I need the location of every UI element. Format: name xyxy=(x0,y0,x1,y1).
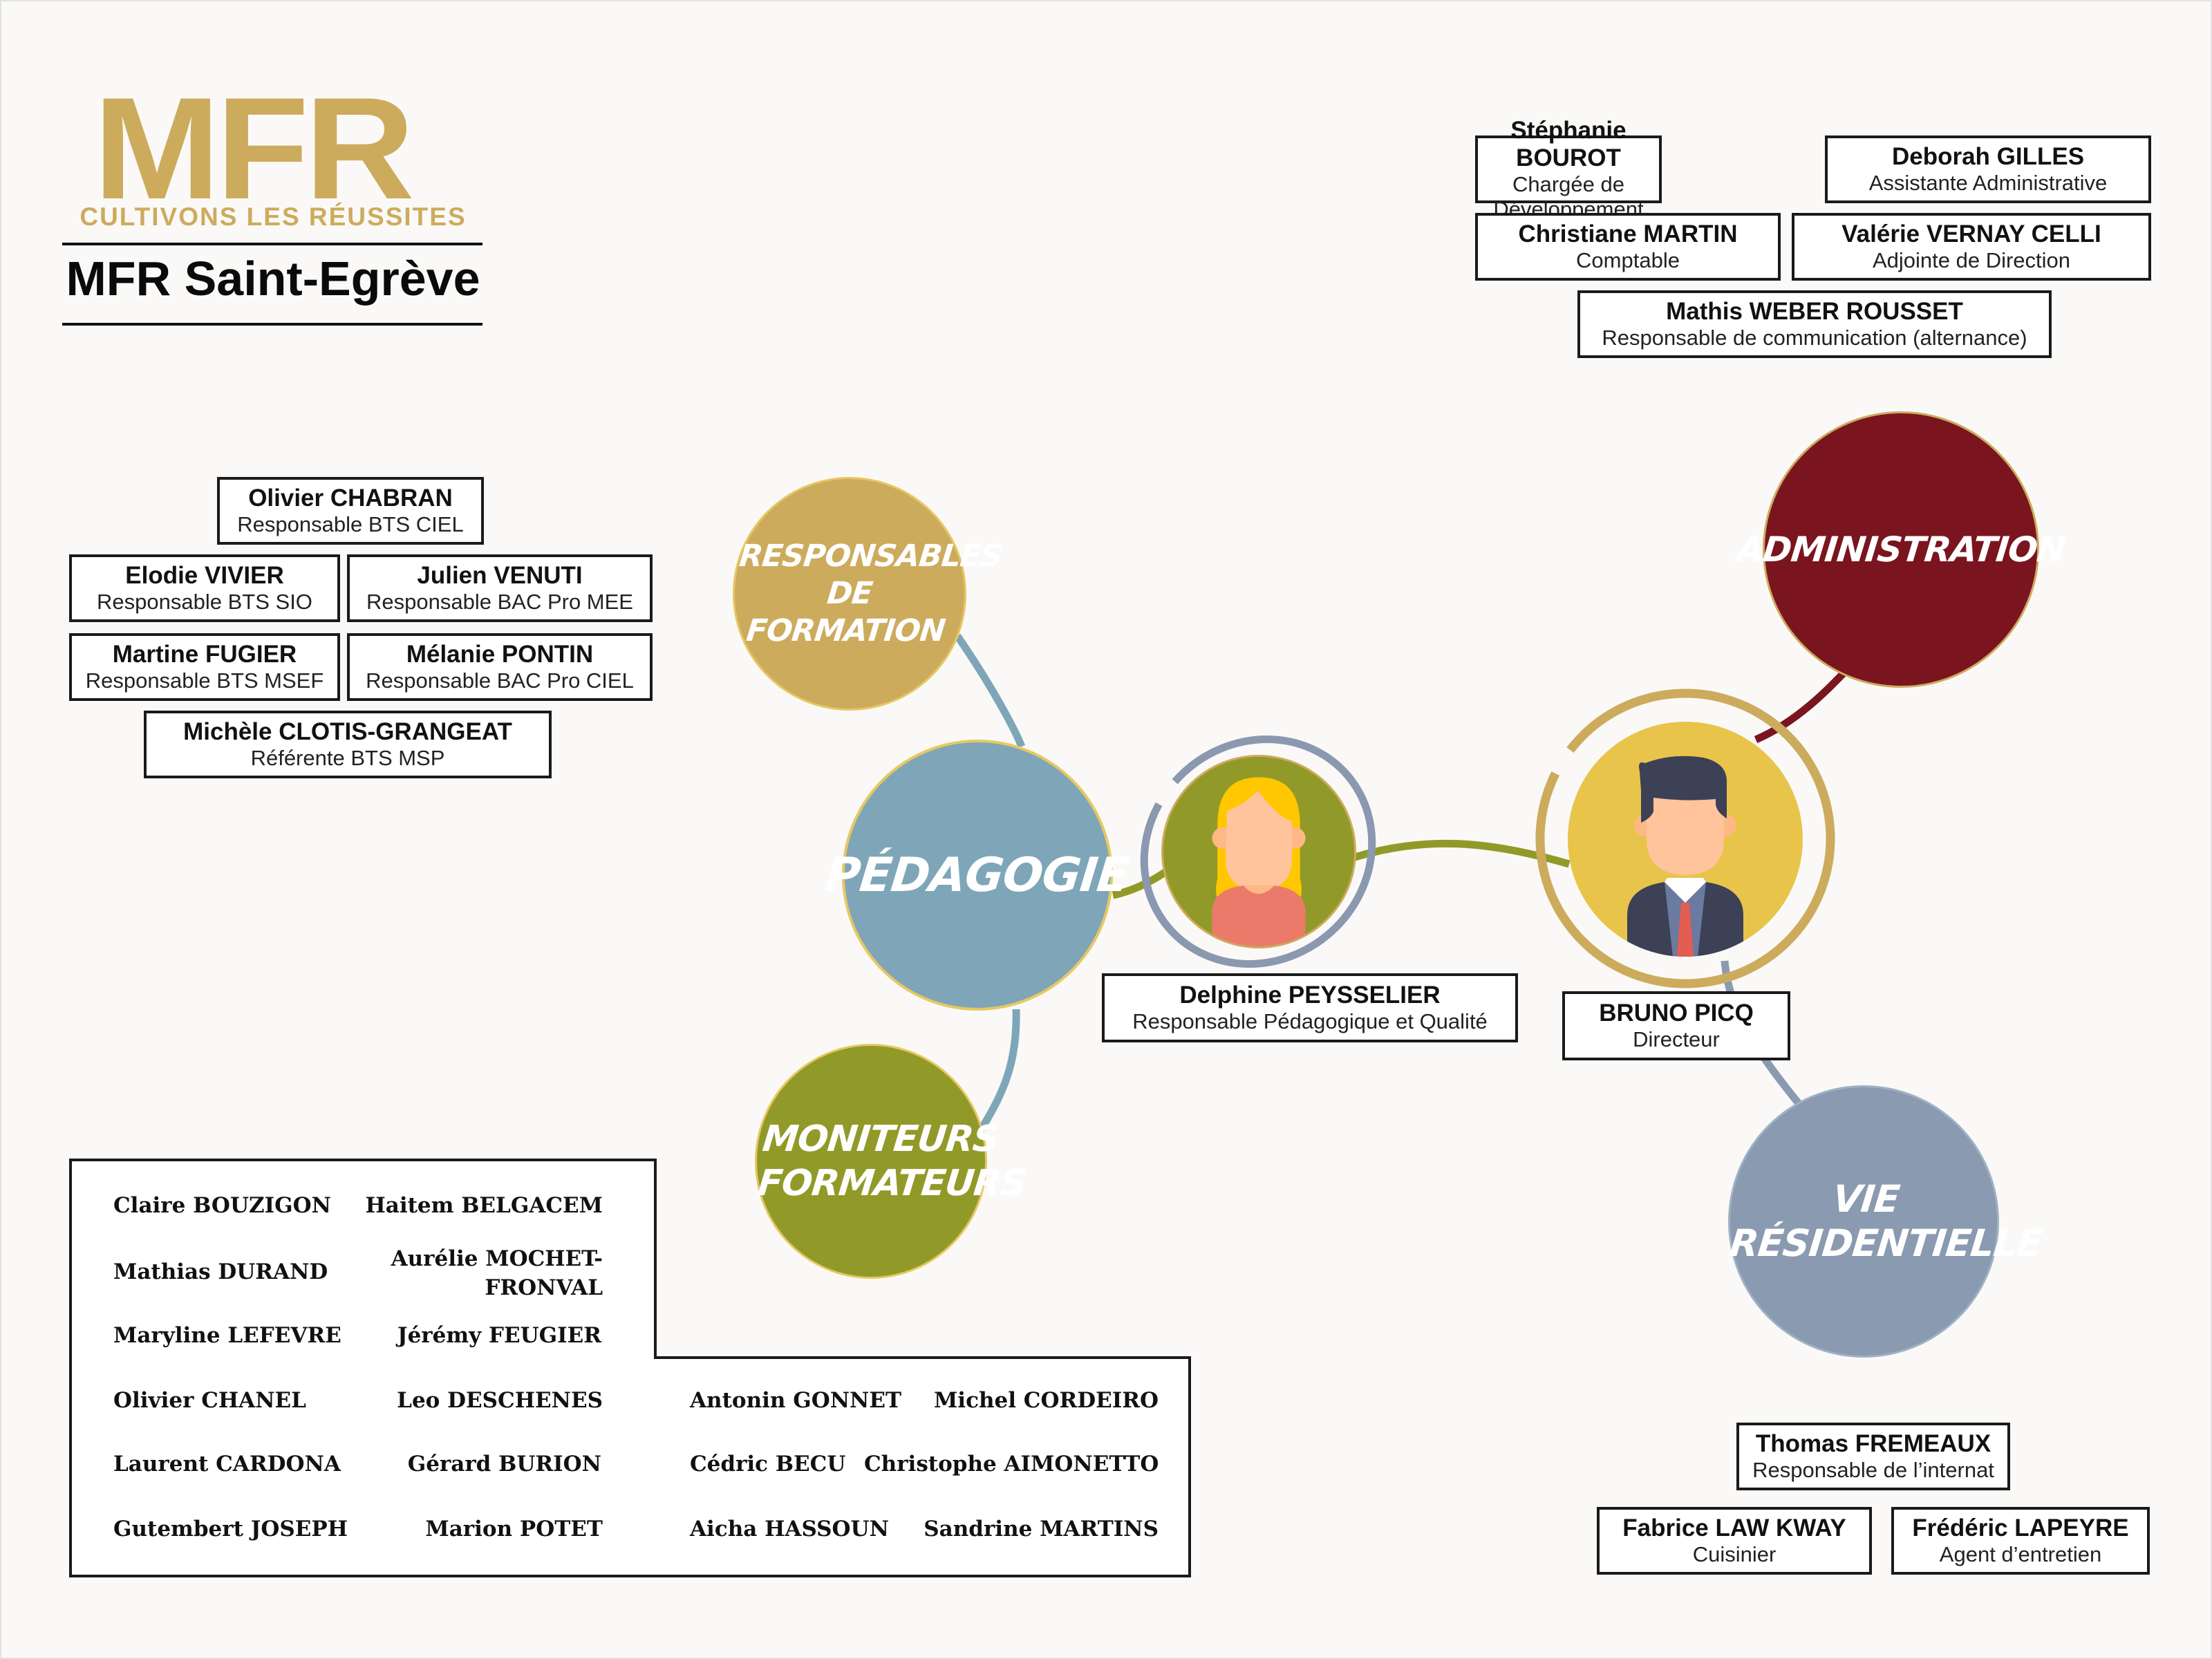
staff-role: Cuisinier xyxy=(1692,1542,1777,1566)
team-member: Leo DESCHENES xyxy=(397,1388,603,1413)
team-member: Antonin GONNET xyxy=(690,1388,902,1413)
tagline: CULTIVONS LES RÉUSSITES xyxy=(79,203,467,231)
director-avatar[interactable] xyxy=(1568,722,1803,957)
delphine-avatar[interactable] xyxy=(1161,755,1356,948)
staff-role: Adjointe de Direction xyxy=(1872,248,2071,272)
department-label: ADMINISTRATION xyxy=(1734,529,2068,570)
staff-name: Elodie VIVIER xyxy=(125,562,284,589)
department-label: MONITEURS FORMATEURS xyxy=(756,1118,1029,1204)
director-ring xyxy=(1535,688,1835,988)
school-name: MFR Saint-Egrève xyxy=(66,252,480,306)
team-member: Claire BOUZIGON xyxy=(113,1193,331,1218)
divider xyxy=(62,243,482,245)
staff-card: Mathis WEBER ROUSSET Responsable de comm… xyxy=(1577,290,2052,358)
team-member: Laurent CARDONA xyxy=(113,1452,341,1477)
team-member: Cédric BECU xyxy=(690,1452,846,1477)
team-member: Gérard BURION xyxy=(407,1452,601,1477)
staff-name: Stéphanie BOUROT xyxy=(1510,117,1627,171)
department-administration[interactable]: ADMINISTRATION xyxy=(1735,411,2067,688)
team-member: Aurélie MOCHET-FRONVAL xyxy=(391,1246,603,1300)
staff-name: Michèle CLOTIS-GRANGEAT xyxy=(183,718,512,745)
team-member: Jérémy FEUGIER xyxy=(397,1323,601,1348)
staff-name: Olivier CHABRAN xyxy=(248,485,453,512)
staff-name: Mélanie PONTIN xyxy=(406,641,594,668)
staff-name: Valérie VERNAY CELLI xyxy=(1841,221,2101,247)
divider xyxy=(62,323,482,326)
department-label: VIE RÉSIDENTIELLE xyxy=(1727,1177,2044,1265)
staff-name: Christiane MARTIN xyxy=(1518,221,1738,247)
department-vie-residentielle[interactable]: VIE RÉSIDENTIELLE xyxy=(1727,1085,2044,1358)
staff-card: Christiane MARTIN Comptable xyxy=(1475,213,1781,281)
staff-role: Responsable Pédagogique et Qualité xyxy=(1132,1009,1488,1033)
staff-role: Responsable BAC Pro CIEL xyxy=(366,668,634,693)
staff-card: Elodie VIVIER Responsable BTS SIO xyxy=(69,554,340,622)
staff-name: Martine FUGIER xyxy=(112,641,297,668)
staff-name: Mathis WEBER ROUSSET xyxy=(1666,298,1963,325)
staff-role: Responsable BAC Pro MEE xyxy=(366,590,633,614)
logo-mark: MFR xyxy=(93,67,415,229)
team-member: Olivier CHANEL xyxy=(113,1388,306,1413)
team-member: Sandrine MARTINS xyxy=(924,1517,1159,1541)
man-avatar-icon xyxy=(1627,756,1743,957)
line-responsables-pedagogie xyxy=(954,633,1026,749)
team-member: Aicha HASSOUN xyxy=(690,1517,889,1541)
team-member: Marion POTET xyxy=(425,1517,603,1541)
staff-card: Frédéric LAPEYRE Agent d’entretien xyxy=(1891,1507,2150,1575)
staff-role: Responsable de l’internat xyxy=(1752,1458,1994,1482)
staff-card: Olivier CHABRAN Responsable BTS CIEL xyxy=(217,477,484,545)
staff-role: Responsable BTS CIEL xyxy=(237,512,464,536)
department-moniteurs-formateurs[interactable]: MONITEURS FORMATEURS xyxy=(755,1044,1029,1279)
staff-name: Delphine PEYSSELIER xyxy=(1179,982,1441,1009)
pedagogical-lead-card: Delphine PEYSSELIER Responsable Pédagogi… xyxy=(1102,973,1518,1042)
staff-card: Stéphanie BOUROT Chargée de Développemen… xyxy=(1475,117,1662,221)
staff-card: Mélanie PONTIN Responsable BAC Pro CIEL xyxy=(347,633,653,701)
director-card: BRUNO PICQ Directeur xyxy=(1562,991,1790,1060)
staff-card: Fabrice LAW KWAY Cuisinier xyxy=(1597,1507,1872,1575)
team-member: Haitem BELGACEM xyxy=(365,1193,603,1218)
delphine-ring xyxy=(1140,735,1376,968)
department-pedagogie[interactable]: PÉDAGOGIE xyxy=(823,740,1132,1011)
team-member: Michel CORDEIRO xyxy=(933,1388,1159,1413)
staff-name: Deborah GILLES xyxy=(1891,143,2085,170)
staff-card: Thomas FREMEAUX Responsable de l’interna… xyxy=(1736,1423,2010,1490)
staff-card: Valérie VERNAY CELLI Adjointe de Directi… xyxy=(1792,213,2151,281)
line-pedagogie-moniteurs xyxy=(975,1009,1020,1136)
team-member: Mathias DURAND xyxy=(113,1259,328,1284)
team-member: Gutembert JOSEPH xyxy=(113,1517,348,1541)
staff-role: Responsable de communication (alternance… xyxy=(1602,326,2027,350)
staff-role: Comptable xyxy=(1576,248,1680,272)
staff-name: BRUNO PICQ xyxy=(1599,1000,1754,1027)
staff-card: Julien VENUTI Responsable BAC Pro MEE xyxy=(347,554,653,622)
staff-name: Fabrice LAW KWAY xyxy=(1622,1515,1846,1541)
team-member: Maryline LEFEVRE xyxy=(113,1323,341,1348)
staff-role: Responsable BTS SIO xyxy=(97,590,312,614)
staff-name: Frédéric LAPEYRE xyxy=(1912,1515,2129,1541)
staff-card: Deborah GILLES Assistante Administrative xyxy=(1825,135,2151,203)
staff-role: Agent d’entretien xyxy=(1939,1542,2102,1566)
department-responsables-formation[interactable]: RESPONSABLES DE FORMATION xyxy=(733,477,1004,711)
staff-name: Thomas FREMEAUX xyxy=(1755,1430,1991,1457)
staff-card: Martine FUGIER Responsable BTS MSEF xyxy=(69,633,340,701)
department-label: PÉDAGOGIE xyxy=(823,847,1132,903)
team-member: Christophe AIMONETTO xyxy=(864,1452,1159,1477)
woman-avatar-icon xyxy=(1212,777,1306,946)
staff-role: Référente BTS MSP xyxy=(250,746,445,770)
staff-name: Julien VENUTI xyxy=(417,562,583,589)
staff-role: Assistante Administrative xyxy=(1868,171,2108,195)
staff-role: Directeur xyxy=(1633,1027,1720,1051)
staff-card: Michèle CLOTIS-GRANGEAT Référente BTS MS… xyxy=(144,711,552,778)
staff-role: Responsable BTS MSEF xyxy=(85,668,324,693)
department-label: RESPONSABLES DE FORMATION xyxy=(738,538,1004,648)
